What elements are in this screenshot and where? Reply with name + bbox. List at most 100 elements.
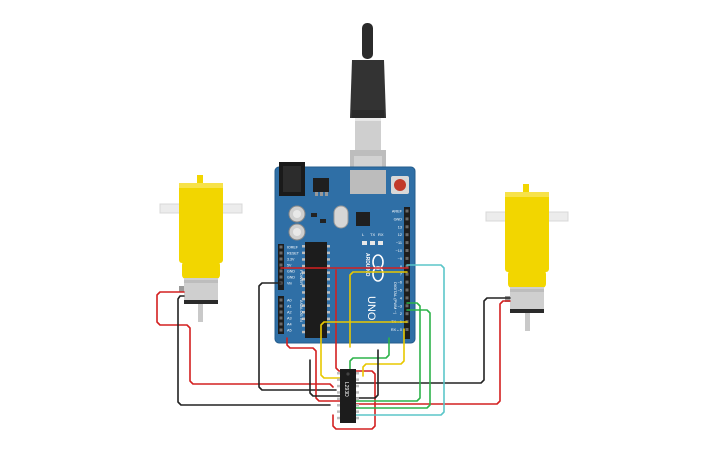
digital-pin-label: ~9	[398, 257, 402, 261]
chip-pin	[302, 317, 305, 321]
digital-pin[interactable]	[405, 264, 409, 268]
analog-pin[interactable]	[279, 328, 283, 332]
wire-right-motor-black	[355, 297, 511, 384]
ic-pin	[356, 391, 359, 394]
chip-pin	[302, 258, 305, 261]
chip-pin	[302, 245, 305, 248]
digital-pin[interactable]	[405, 280, 409, 284]
wire-right-motor-red	[355, 300, 511, 405]
chip-pin	[327, 264, 330, 268]
chip-pin	[302, 330, 305, 334]
digital-pin[interactable]	[405, 272, 409, 276]
power-pin-label: GND	[287, 276, 295, 280]
digital-pin-label: ~10	[396, 249, 402, 253]
analog-pin[interactable]	[279, 322, 283, 326]
chip-pin	[327, 278, 330, 281]
power-header	[278, 244, 284, 290]
chip-pin	[327, 297, 330, 301]
digital-header-label: DIGITAL (PWM ~)	[393, 282, 398, 315]
ic-pin	[337, 384, 340, 388]
ic-pin	[356, 410, 359, 413]
wire-yellow-ic	[362, 328, 405, 377]
digital-pin-label: AREF	[392, 210, 403, 214]
power-header-label: POWER	[299, 270, 304, 285]
power-pin[interactable]	[279, 275, 283, 279]
digital-pin[interactable]	[405, 241, 409, 245]
chip-pin	[327, 291, 330, 294]
analog-pin[interactable]	[279, 304, 283, 308]
power-pin-label: 5V	[287, 264, 292, 268]
chip-pin	[302, 291, 305, 294]
digital-pin-label: GND	[394, 217, 403, 221]
logo-text: ARDUINO	[364, 253, 370, 276]
chip-pin	[327, 284, 330, 288]
power-pin[interactable]	[279, 251, 283, 255]
chip-pin	[302, 278, 305, 281]
digital-pin-label: 13	[398, 225, 402, 229]
wire-5v-red-ic	[332, 269, 376, 430]
digital-pin[interactable]	[405, 312, 409, 316]
ic-pin	[337, 416, 340, 420]
analog-pin[interactable]	[279, 298, 283, 302]
l293d-driver-ic: L293D	[337, 369, 359, 423]
digital-pin-label: 7	[400, 273, 402, 277]
digital-pin[interactable]	[405, 296, 409, 300]
wire-black-ic-right	[355, 349, 379, 399]
analog-pin[interactable]	[279, 310, 283, 314]
power-pin[interactable]	[279, 245, 283, 249]
power-pin[interactable]	[279, 257, 283, 261]
ic-pin	[337, 397, 340, 401]
model-text: UNO	[365, 296, 377, 321]
ic-pin	[356, 372, 359, 375]
chip-pin	[302, 324, 305, 327]
arduino-logo: ARDUINO	[364, 253, 384, 282]
digital-pin[interactable]	[405, 233, 409, 237]
analog-pin-label: A1	[287, 305, 292, 309]
chip-pin	[302, 284, 305, 288]
wire-pin6-green	[355, 302, 421, 402]
digital-pin[interactable]	[405, 209, 409, 213]
led-label-tx: TX	[370, 232, 375, 237]
chip-pin	[302, 251, 305, 255]
led-label-rx: RX	[378, 232, 384, 237]
ic-pin	[337, 391, 340, 394]
digital-pin[interactable]	[405, 249, 409, 252]
analog-pin-label: A4	[287, 323, 292, 327]
wires	[156, 264, 511, 430]
ic-pin	[356, 384, 359, 388]
chip-pin	[327, 251, 330, 255]
power-pin-label: IOREF	[287, 246, 299, 250]
ic-pin	[356, 416, 359, 420]
chip-pin	[327, 271, 330, 274]
ic-pin	[356, 378, 359, 381]
analog-pin[interactable]	[279, 316, 283, 320]
chip-pin	[327, 324, 330, 327]
wire-pin9-yellow	[349, 271, 408, 348]
ic-pin	[356, 397, 359, 401]
arduino-uno-board: L TX RX ARDUINO UNO POWER ANALOG IN DIGI…	[274, 162, 416, 344]
crystal	[333, 205, 349, 229]
digital-pin[interactable]	[405, 304, 409, 308]
wire-black-ic-left	[309, 359, 341, 397]
power-pin-label: RESET	[287, 252, 300, 256]
digital-pin-label: ~11	[396, 241, 402, 245]
right-dc-motor	[485, 184, 569, 331]
power-pin[interactable]	[279, 269, 283, 273]
digital-pin[interactable]	[405, 328, 409, 331]
ic-pin	[356, 404, 359, 407]
driver-ic-label: L293D	[343, 382, 349, 397]
wire-left-motor-red	[156, 291, 334, 388]
power-pin-label: Vin	[287, 282, 292, 286]
digital-pin-label: 4	[400, 296, 402, 300]
digital-pin[interactable]	[405, 256, 409, 260]
digital-pin[interactable]	[405, 288, 409, 292]
chip-pin	[302, 271, 305, 274]
power-pin[interactable]	[279, 263, 283, 267]
chip-pin	[327, 258, 330, 261]
digital-pin[interactable]	[405, 217, 409, 221]
ic-pin	[337, 404, 340, 407]
digital-pin[interactable]	[405, 225, 409, 229]
chip-pin	[302, 297, 305, 301]
power-pin-label: 3.3V	[287, 258, 295, 262]
